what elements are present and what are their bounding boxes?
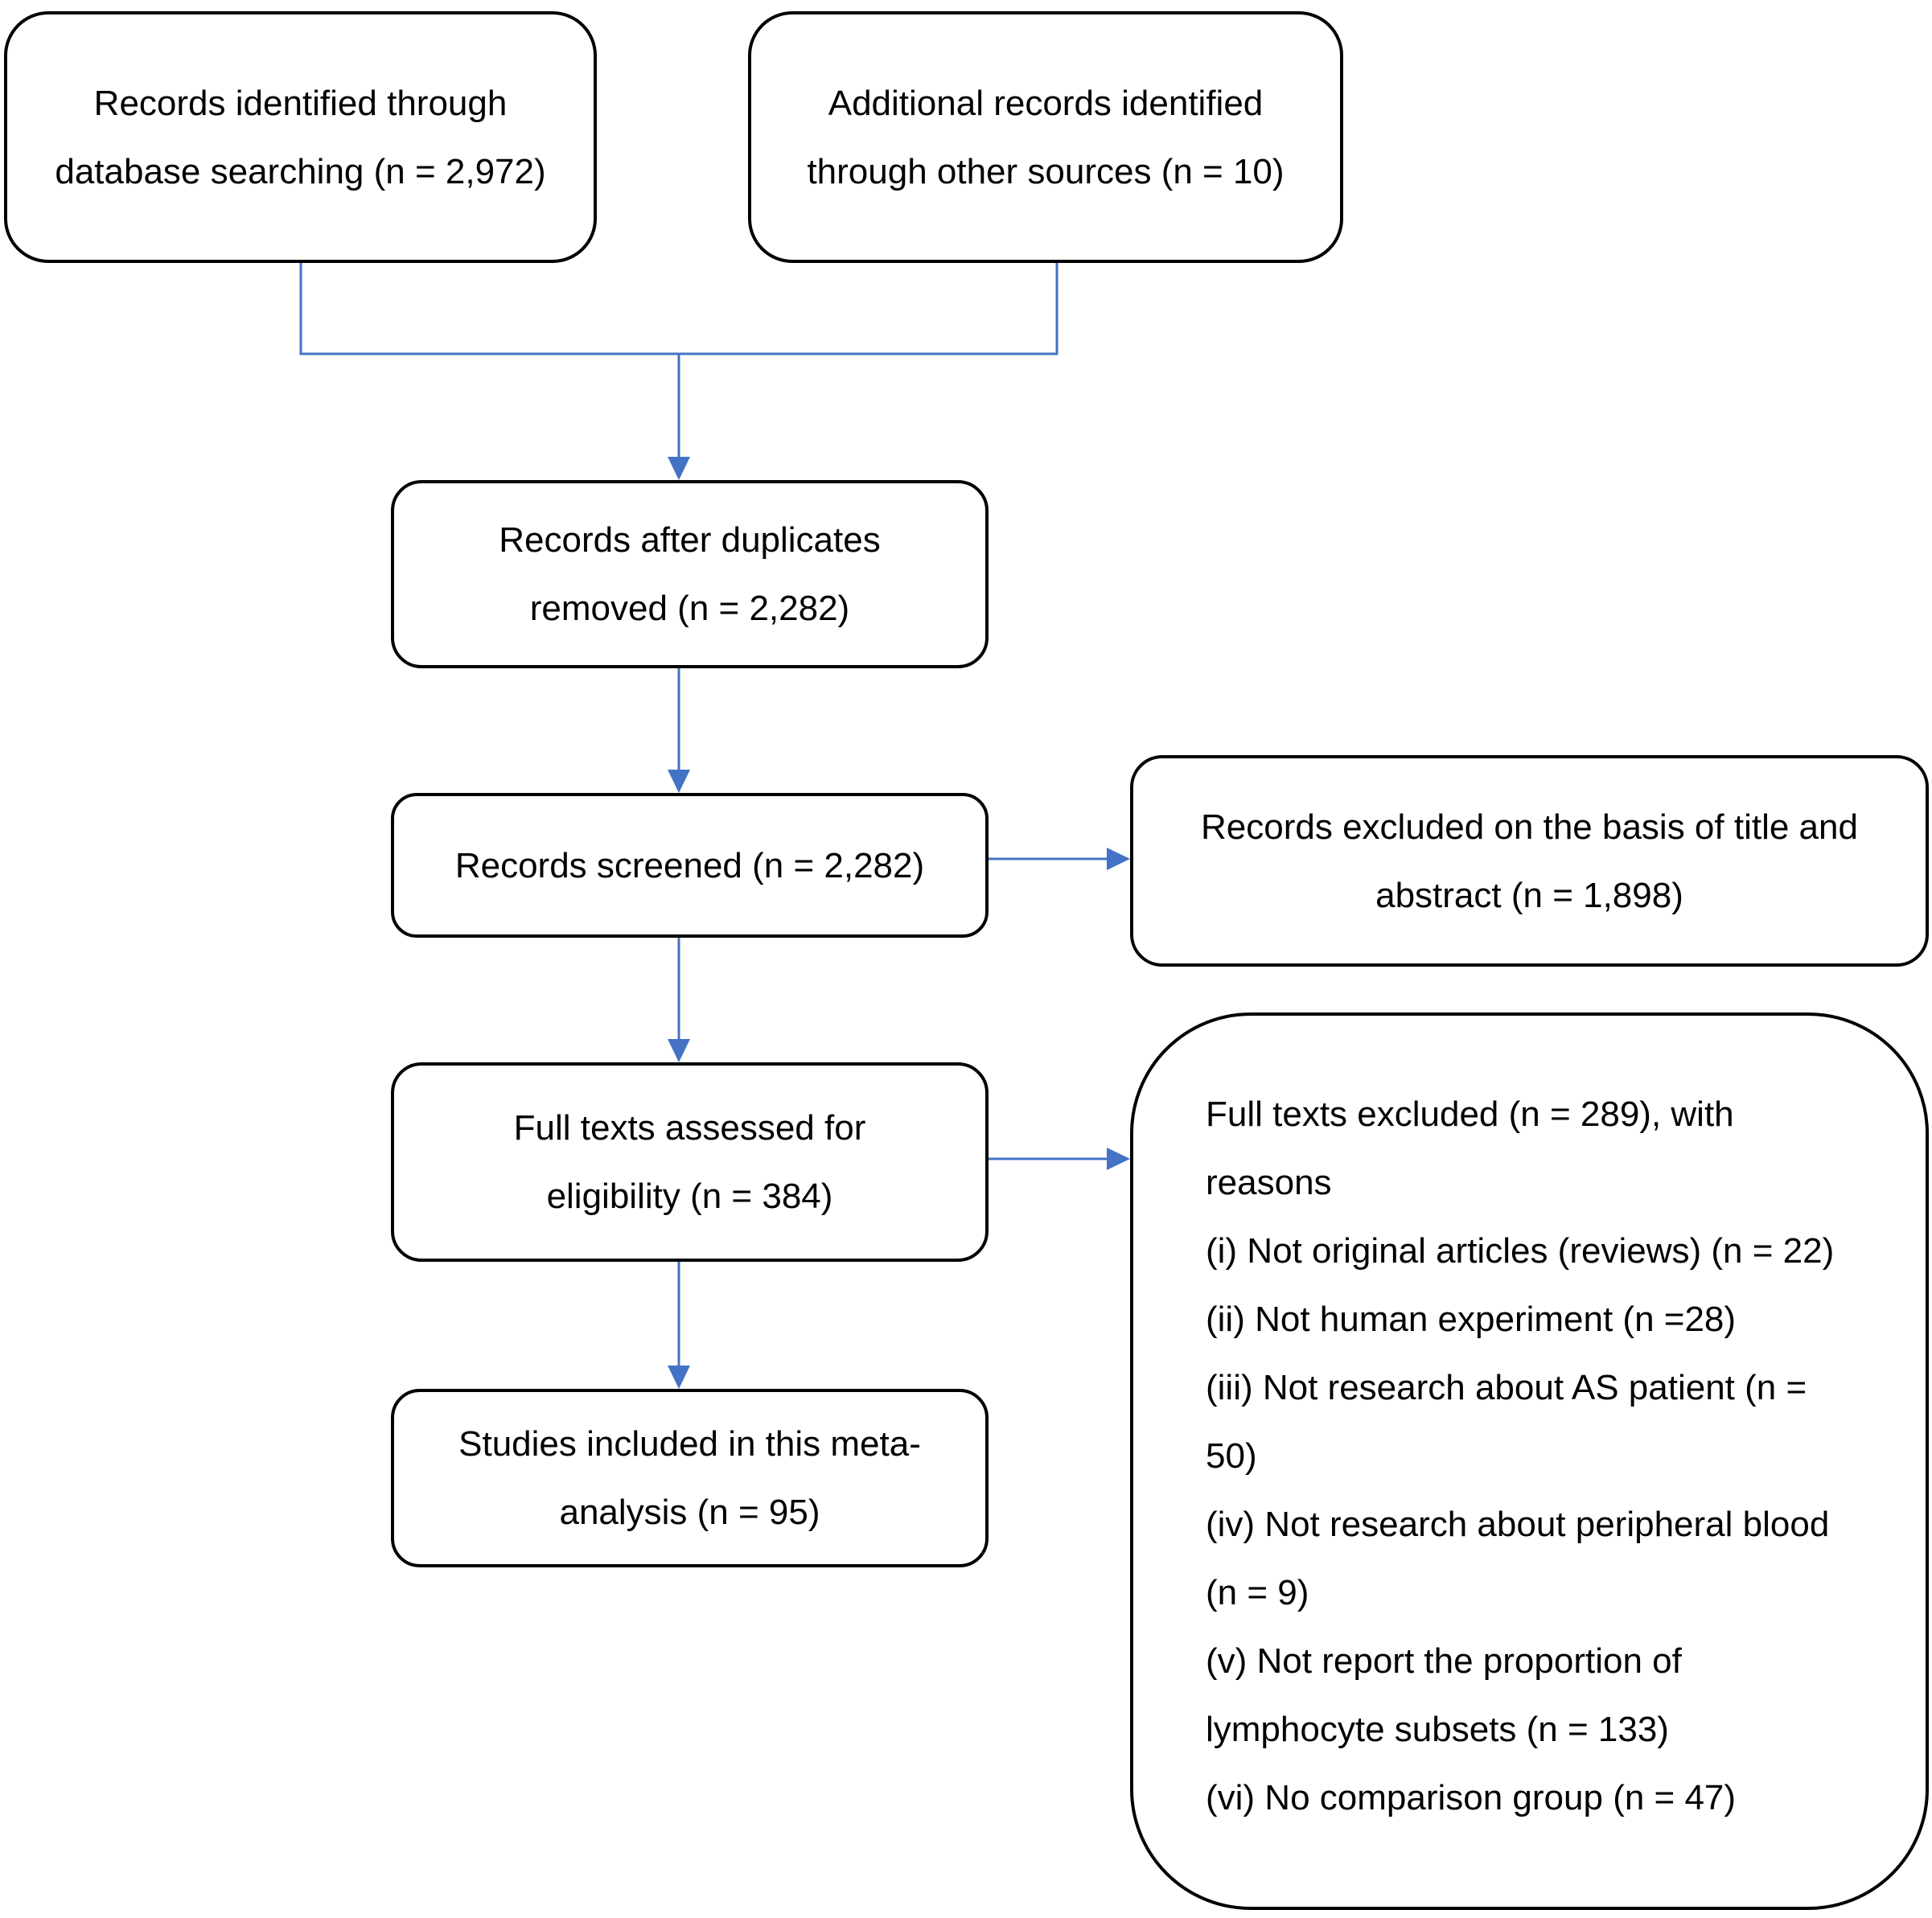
node-text-line: analysis (n = 95) (559, 1493, 820, 1532)
connector-db-to-merge (299, 263, 679, 355)
node-text-line: Records screened (n = 2,282) (454, 845, 925, 885)
reason-line: 50) (1206, 1436, 1257, 1476)
reason-line: (n = 9) (1206, 1573, 1309, 1612)
node-text-line: Records excluded on the basis of title a… (1201, 807, 1858, 847)
node-records-excluded-title-abstract: Records excluded on the basis of title a… (1130, 755, 1929, 967)
connector-other-to-merge (679, 263, 1058, 355)
node-records-screened: Records screened (n = 2,282) (391, 793, 989, 938)
reason-line: (v) Not report the proportion of (1206, 1641, 1682, 1681)
arrowhead-excluded-title (1107, 848, 1130, 870)
node-text-line: database searching (n = 2,972) (55, 151, 546, 191)
reason-line: (vi) No comparison group (n = 47) (1206, 1778, 1737, 1817)
node-text-line: Additional records identified (828, 83, 1264, 123)
reason-line: Full texts excluded (n = 289), with (1206, 1095, 1734, 1134)
node-text-line: through other sources (n = 10) (807, 151, 1285, 191)
node-full-texts-assessed: Full texts assessed for eligibility (n =… (391, 1062, 989, 1262)
node-text-line: abstract (n = 1,898) (1375, 875, 1683, 915)
node-text-line: Studies included in this meta- (458, 1424, 921, 1464)
arrowhead-dedup (668, 457, 690, 480)
node-text-line: Records after duplicates (499, 520, 881, 560)
node-studies-included: Studies included in this meta- analysis … (391, 1389, 989, 1567)
reason-line: reasons (1206, 1163, 1332, 1202)
arrowhead-fulltext (668, 1039, 690, 1062)
node-records-identified-other-sources: Additional records identified through ot… (748, 11, 1343, 263)
node-text-line: eligibility (n = 384) (546, 1177, 833, 1216)
reason-line: (iii) Not research about AS patient (n = (1206, 1368, 1807, 1407)
node-full-texts-excluded-reasons: Full texts excluded (n = 289), with reas… (1130, 1012, 1929, 1910)
arrowhead-screened (668, 770, 690, 793)
node-text-line: Records identified through (93, 83, 508, 123)
node-text-line: Full texts assessed for (513, 1108, 866, 1148)
reason-line: (i) Not original articles (reviews) (n =… (1206, 1231, 1835, 1271)
node-records-identified-database: Records identified through database sear… (4, 11, 597, 263)
reason-line: lymphocyte subsets (n = 133) (1206, 1710, 1669, 1749)
node-text-line: removed (n = 2,282) (529, 589, 850, 628)
reason-line: (iv) Not research about peripheral blood (1206, 1505, 1830, 1544)
arrowhead-excluded-full (1107, 1148, 1130, 1170)
node-records-after-duplicates-removed: Records after duplicates removed (n = 2,… (391, 480, 989, 668)
reason-line: (ii) Not human experiment (n =28) (1206, 1300, 1737, 1339)
arrowhead-included (668, 1366, 690, 1389)
